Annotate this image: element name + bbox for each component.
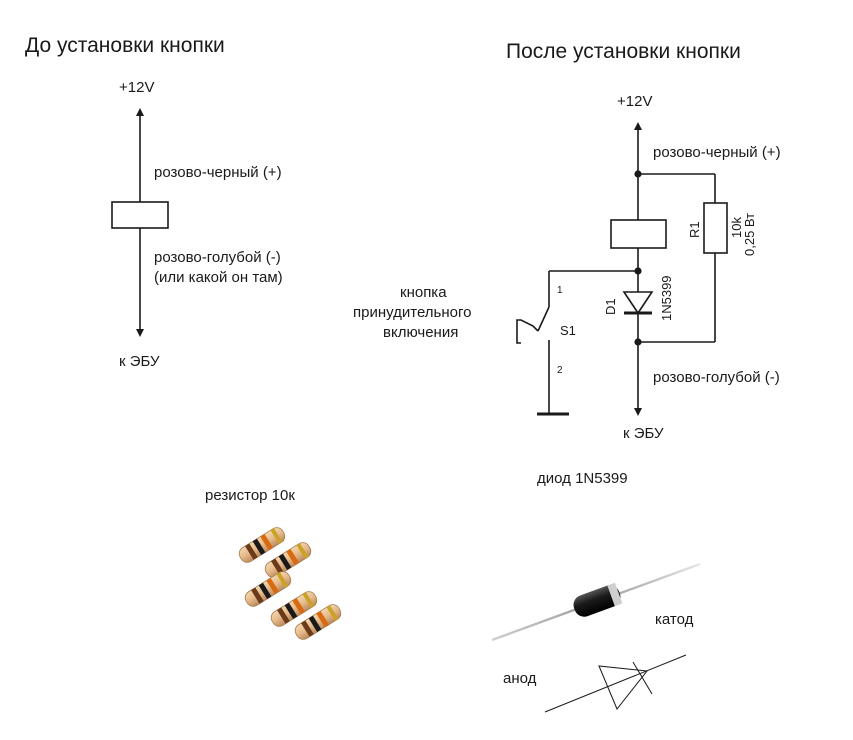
diode-caption: диод 1N5399 xyxy=(537,470,628,487)
switch-contact xyxy=(537,306,550,332)
right-wire-minus-label: розово-голубой (-) xyxy=(653,369,780,386)
resistor-value: 10k xyxy=(729,217,744,238)
left-relay-coil xyxy=(111,201,169,229)
left-wire-minus-label: розово-голубой (-) xyxy=(154,249,281,266)
right-relay-coil xyxy=(610,219,667,249)
resistor-ref: R1 xyxy=(687,221,702,238)
junction-dot-top xyxy=(634,170,642,178)
switch-actuator xyxy=(516,319,539,344)
resistor-power: 0,25 Вт xyxy=(742,213,757,256)
cathode-label: катод xyxy=(655,611,694,628)
left-plus12v-label: +12V xyxy=(119,79,154,96)
right-wire-plus-label: розово-черный (+) xyxy=(653,144,781,161)
button-label-line2: принудительного xyxy=(353,304,471,321)
switch-pin-2: 2 xyxy=(557,365,563,376)
left-ecu-label: к ЭБУ xyxy=(119,353,160,370)
switch-pin-1: 1 xyxy=(557,285,563,296)
diode-ref: D1 xyxy=(603,298,618,315)
anode-label: анод xyxy=(503,670,537,687)
left-title: До установки кнопки xyxy=(25,34,225,57)
right-title: После установки кнопки xyxy=(506,40,741,63)
button-label-line1: кнопка xyxy=(400,284,447,301)
right-ecu-label: к ЭБУ xyxy=(623,425,664,442)
resistor-r1-symbol xyxy=(703,202,728,254)
left-wire-minus-note: (или какой он там) xyxy=(154,269,283,286)
diode-symbol-large xyxy=(544,654,687,713)
switch-ref: S1 xyxy=(560,323,576,338)
junction-dot-bottom xyxy=(634,338,642,346)
diode-photo xyxy=(491,562,701,642)
resistor-caption: резистор 10к xyxy=(205,487,295,504)
left-wire-plus-label: розово-черный (+) xyxy=(154,164,282,181)
diode-part: 1N5399 xyxy=(659,275,674,321)
right-plus12v-label: +12V xyxy=(617,93,652,110)
button-label-line3: включения xyxy=(383,324,458,341)
diode-symbol xyxy=(622,291,654,315)
resistor-photo xyxy=(184,492,396,675)
